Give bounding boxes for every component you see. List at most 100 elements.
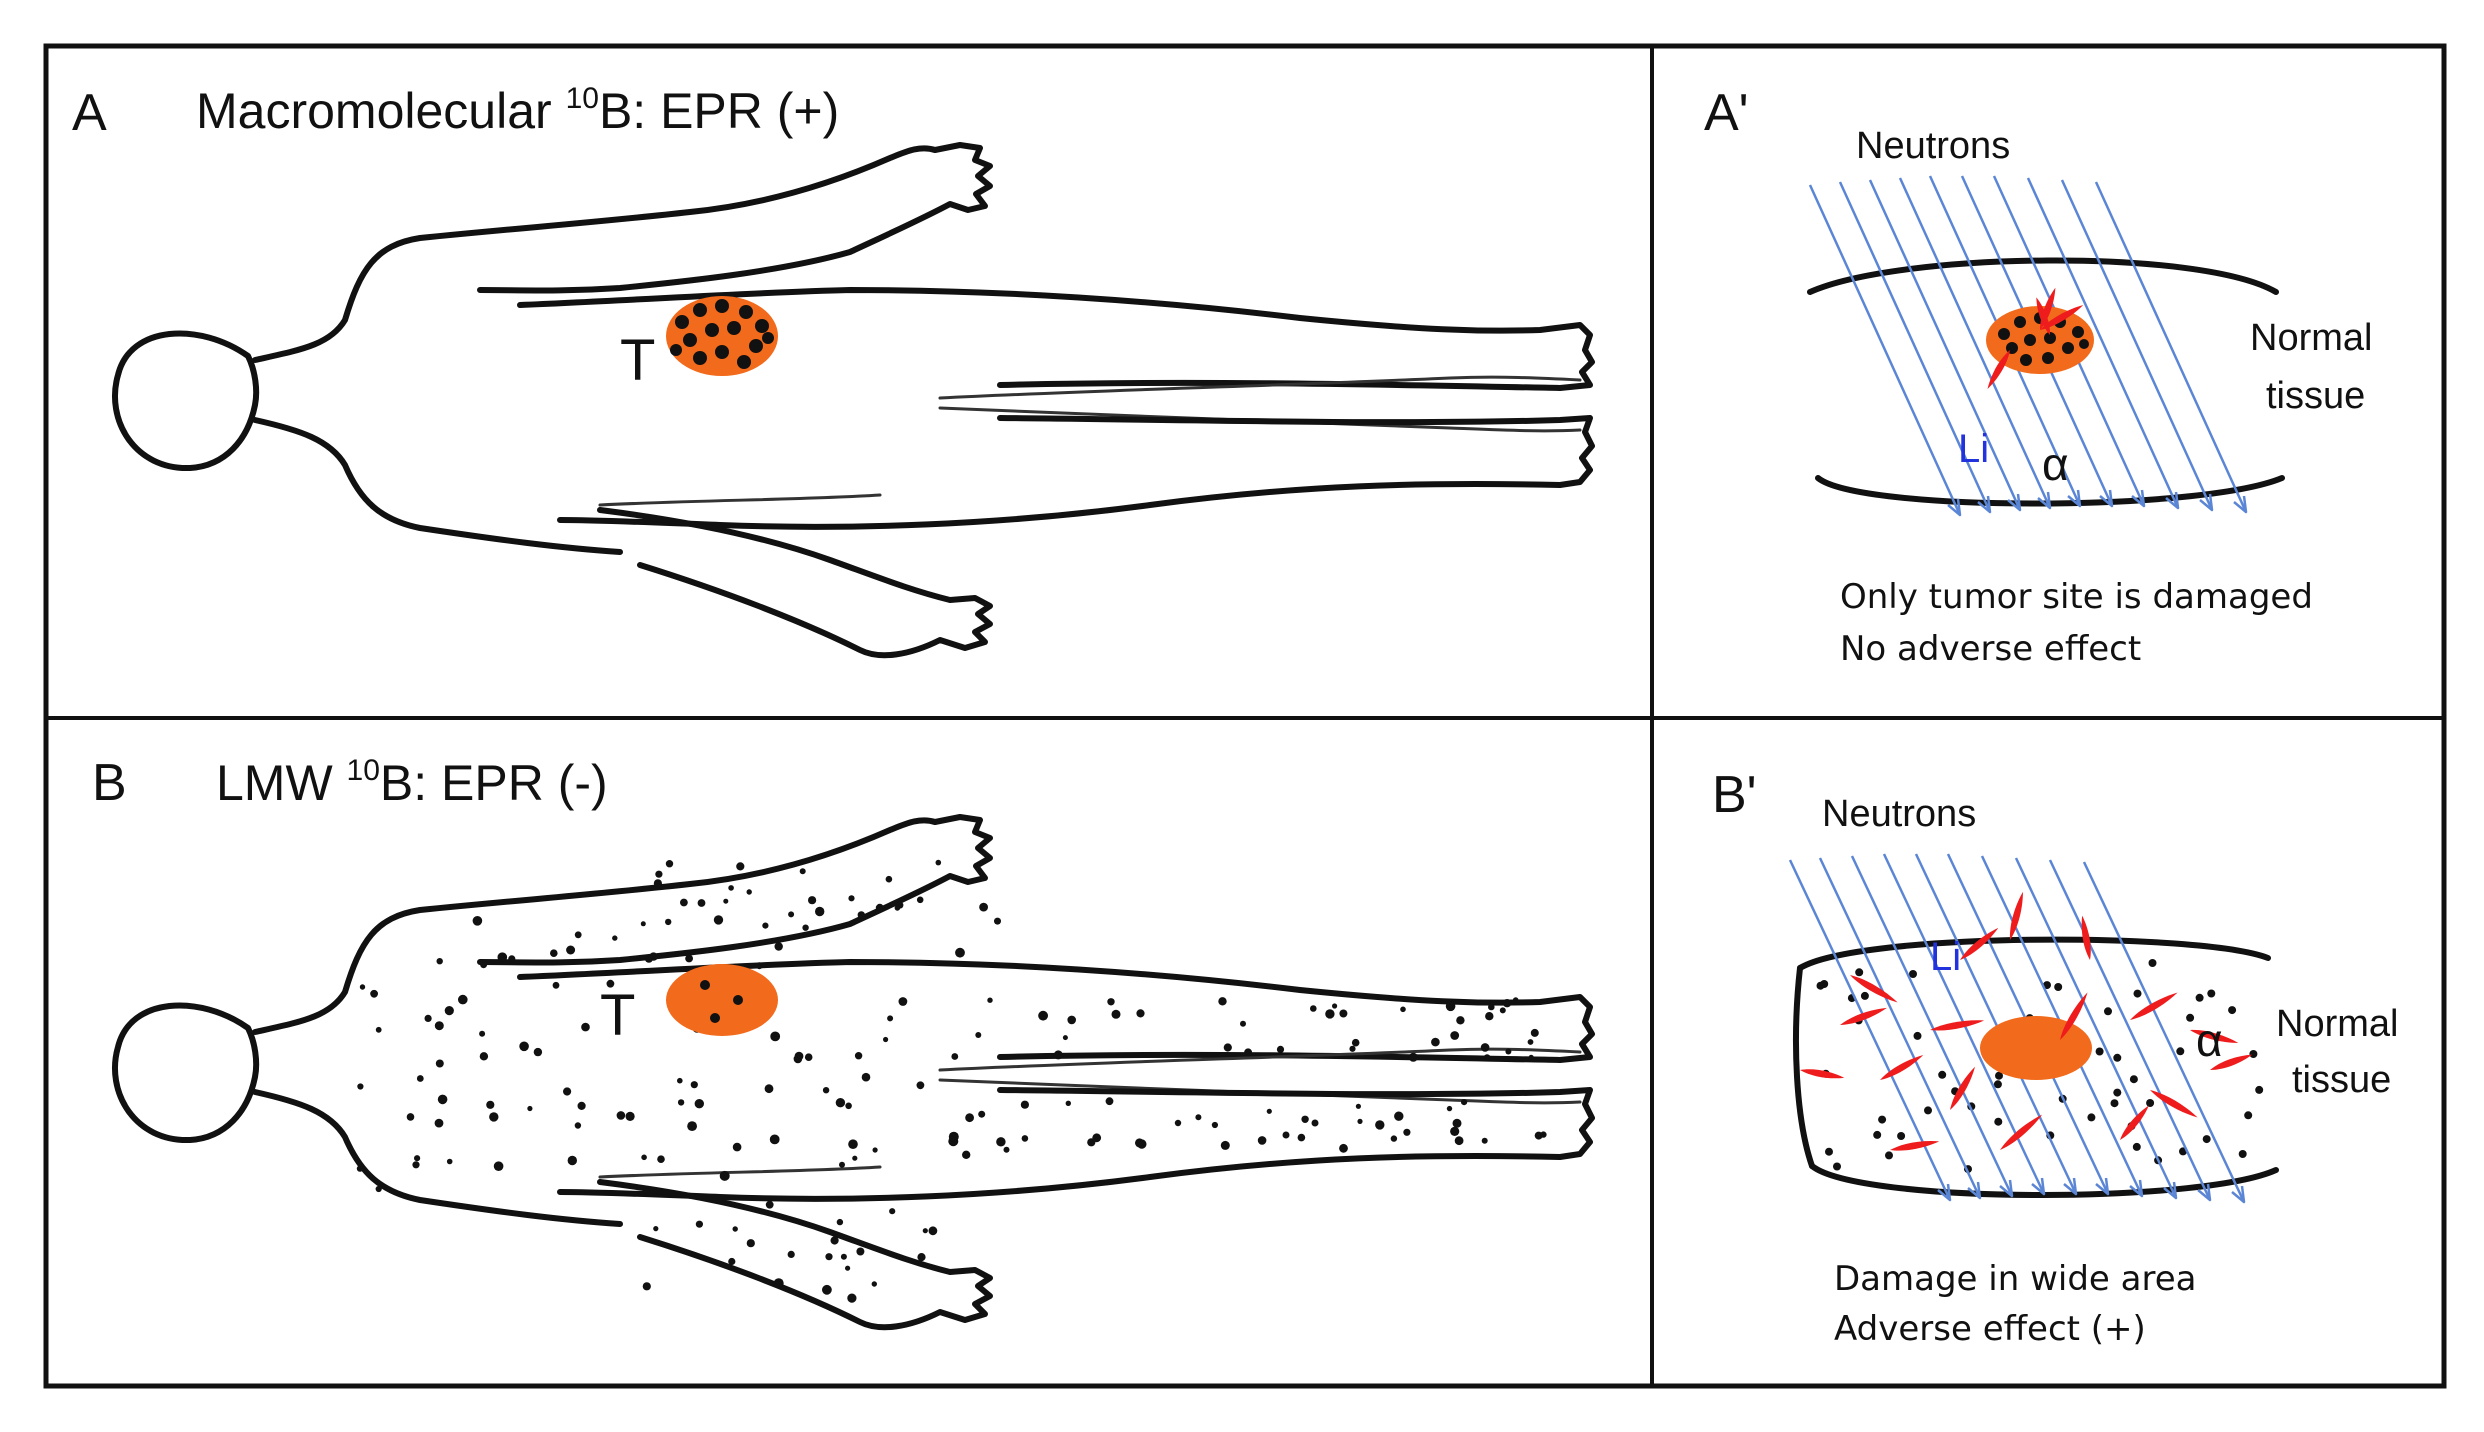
panel-b-letter: B: [92, 754, 127, 812]
boron-dot: [1833, 1162, 1841, 1171]
fragment-track: [2120, 1105, 2149, 1140]
boron-particles-tumor-b: [700, 980, 743, 1023]
neutron-beam: [2026, 177, 2180, 509]
beam-arrowhead: [2233, 495, 2248, 514]
alpha-label-a-prime: α: [2042, 438, 2069, 490]
boron-dot: [1885, 1151, 1893, 1160]
li-label-a-prime: Li: [1958, 427, 1989, 471]
boron-dot: [1310, 1005, 1317, 1012]
neutron-beam: [2082, 861, 2246, 1203]
boron-dot: [854, 1052, 863, 1060]
fragment-track: [1930, 1020, 1985, 1031]
boron-dot: [928, 1226, 938, 1236]
boron-dot: [799, 868, 806, 875]
boron-dot: [719, 1170, 730, 1181]
boron-dot: [1897, 1132, 1906, 1140]
boron-dot: [755, 962, 763, 970]
boron-dot: [951, 1053, 959, 1060]
boron-dot: [922, 1228, 928, 1234]
boron-dot: [787, 1250, 795, 1258]
body-silhouette-a: [115, 145, 1592, 655]
neutron-beam: [1914, 853, 2078, 1195]
fragment-track: [1800, 1069, 1845, 1079]
boron-dot: [916, 896, 924, 904]
boron-dot: [802, 924, 809, 931]
boron-dot: [822, 1087, 830, 1094]
tissue-outline-bottom-b-prime: [1809, 1163, 2279, 1199]
neutron-beam: [1818, 857, 1982, 1199]
panel-b-isotope: 10: [347, 754, 380, 787]
boron-dot: [2113, 1053, 2122, 1062]
boron-dot: [1244, 1048, 1252, 1057]
tumor-b-prime: [1980, 1016, 2092, 1080]
boron-dot: [871, 1281, 877, 1287]
boron-dot: [962, 1150, 971, 1160]
panel-b-prime: B' Neutrons Normal tissue Li α Damage in…: [1712, 766, 2398, 1349]
fragment-track: [2036, 297, 2051, 335]
panel-a-letter: A: [72, 84, 107, 142]
boron-dot: [1483, 1054, 1491, 1061]
boron-dot: [406, 1113, 415, 1121]
boron-dot: [655, 870, 663, 878]
boron-dot: [1223, 1043, 1232, 1052]
boron-dot: [1394, 1111, 1404, 1121]
boron-dot: [1020, 1100, 1029, 1109]
boron-dot: [527, 1105, 533, 1112]
boron-dot: [1431, 1037, 1440, 1047]
fragment-track: [2190, 1029, 2239, 1043]
beam-arrowhead: [2063, 1177, 2078, 1196]
boron-dot: [685, 954, 693, 963]
boron-dot: [2133, 989, 2142, 998]
boron-dot: [356, 1165, 364, 1172]
boron-dot: [1488, 1003, 1495, 1011]
boron-dot: [1540, 1131, 1547, 1138]
tissue-outline-top-b-prime: [1797, 936, 2271, 971]
boron-dot: [835, 1098, 846, 1108]
boron-dot: [875, 903, 884, 912]
boron-dot: [1873, 1130, 1882, 1139]
boron-dot: [836, 1218, 844, 1226]
boron-dot: [847, 1293, 857, 1303]
neutron-beam: [2014, 857, 2178, 1199]
boron-dot: [2255, 1085, 2264, 1094]
tumor-label-a: T: [620, 328, 655, 393]
boron-dot: [697, 899, 706, 907]
boron-dot: [1111, 1009, 1121, 1019]
boron-dot: [1825, 1147, 1833, 1156]
tissue-outline-left-b-prime: [1793, 965, 1815, 1169]
panel-b-title: LMW 10B: EPR (-): [216, 754, 608, 811]
neutron-beam: [2094, 181, 2248, 513]
boron-dot: [2087, 1113, 2096, 1122]
boron-dot: [1107, 998, 1115, 1006]
boron-dot: [889, 1208, 896, 1215]
boron-dot: [1485, 1012, 1494, 1021]
boron-dot: [1995, 1071, 2003, 1080]
boron-dot: [480, 961, 488, 969]
fragment-track: [2009, 891, 2023, 940]
fragment-track: [2081, 915, 2091, 960]
boron-dot: [1445, 1001, 1456, 1012]
boron-dot: [804, 1053, 813, 1061]
boron-dot: [2238, 1150, 2247, 1158]
panel-a-isotope: 10: [566, 82, 599, 115]
boron-dot: [845, 1265, 851, 1271]
neutron-beam: [1868, 179, 2022, 511]
boron-dot: [1240, 1020, 1246, 1027]
boron-dot: [1282, 1131, 1290, 1139]
boron-dot: [370, 989, 378, 998]
boron-dot: [694, 1099, 704, 1109]
boron-dot: [979, 902, 988, 912]
boron-dot: [728, 1257, 736, 1266]
beam-arrowhead: [1967, 1181, 1982, 1200]
panel-a-title-prefix: Macromolecular: [196, 83, 566, 139]
boron-dot: [1195, 1114, 1202, 1121]
boron-dot: [770, 1031, 781, 1042]
boron-dot: [2244, 1111, 2253, 1120]
tissue-label-a-prime: tissue: [2266, 375, 2365, 417]
beam-arrowhead: [2131, 489, 2146, 508]
neutron-beam: [1850, 855, 2014, 1197]
boron-dot: [762, 922, 769, 929]
boron-dot: [793, 1054, 803, 1064]
fragment-track: [2060, 992, 2088, 1040]
li-label-b-prime: Li: [1930, 935, 1961, 979]
